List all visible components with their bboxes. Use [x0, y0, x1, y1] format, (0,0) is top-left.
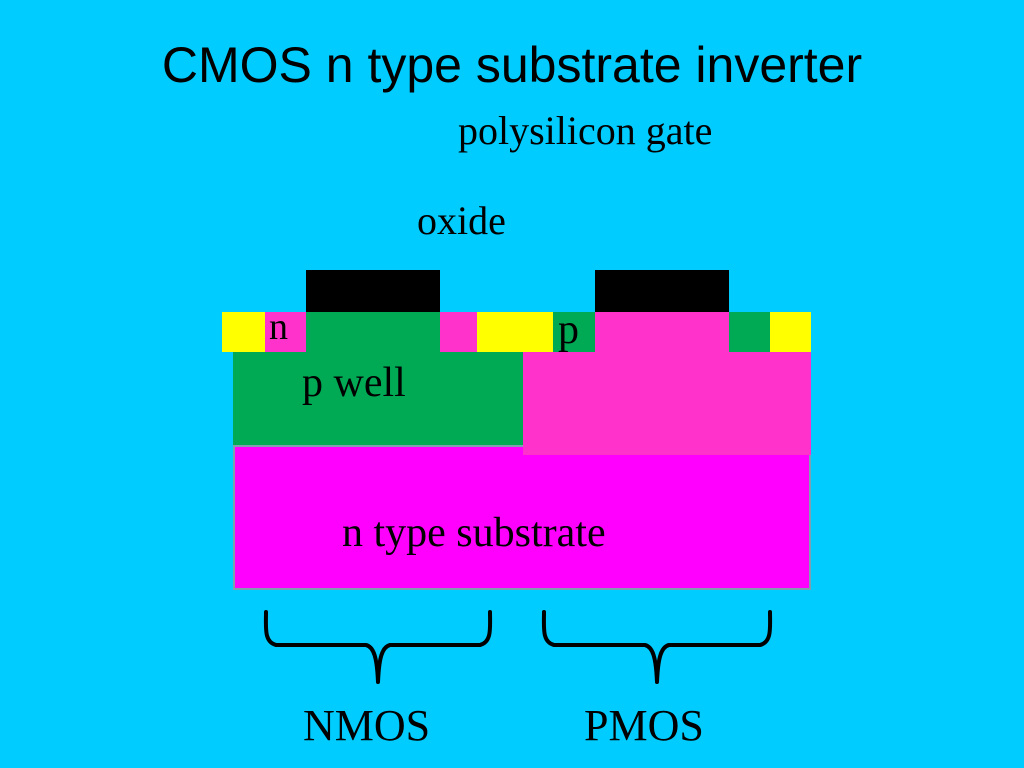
- pmos-label: PMOS: [584, 701, 704, 750]
- polysilicon-gate-label: polysilicon gate: [458, 108, 713, 153]
- n-diffusion-label: n: [269, 306, 288, 348]
- oxide-label: oxide: [417, 198, 506, 243]
- n-region-pmos-body: [523, 352, 811, 455]
- p-well-label: p well: [302, 360, 406, 406]
- pmos-polysilicon-gate: [595, 270, 729, 312]
- p-source-diffusion: [553, 312, 595, 352]
- n-source-diffusion: [265, 312, 306, 352]
- n-drain-diffusion: [440, 312, 477, 352]
- oxide-middle: [477, 312, 553, 352]
- p-diffusion-label: p: [558, 307, 579, 353]
- nmos-brace: [263, 610, 493, 684]
- p-well: [233, 352, 523, 445]
- substrate-label: n type substrate: [342, 510, 606, 556]
- slide-title: CMOS n type substrate inverter: [161, 37, 863, 93]
- oxide-right: [770, 312, 811, 352]
- oxide-left: [222, 312, 265, 352]
- nmos-label: NMOS: [303, 701, 431, 750]
- nmos-polysilicon-gate: [306, 270, 440, 312]
- n-type-substrate: [233, 445, 811, 590]
- nmos-channel: [306, 312, 440, 352]
- pmos-brace: [541, 610, 773, 684]
- pmos-channel: [595, 312, 729, 352]
- p-drain-diffusion: [729, 312, 770, 352]
